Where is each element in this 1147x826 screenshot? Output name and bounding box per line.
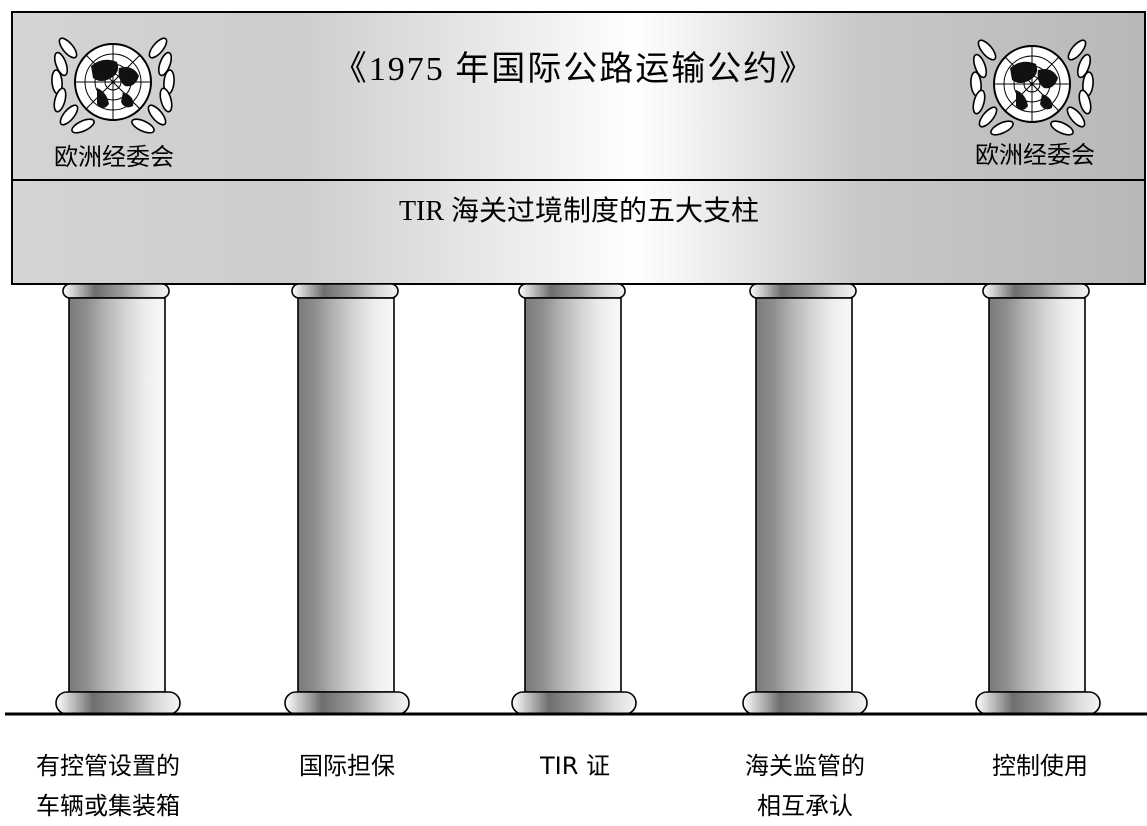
pillar-capital — [62, 283, 170, 299]
header-block — [11, 11, 1146, 285]
pillar-shaft — [297, 297, 395, 693]
pillar-5 — [975, 283, 1101, 715]
pillars-subtitle: TIR 海关过境制度的五大支柱 — [399, 195, 759, 227]
pillar-shaft — [524, 297, 622, 693]
pillar-4-label: 海关监管的 相互承认 — [720, 746, 890, 826]
left-emblem-caption: 欧洲经委会 — [54, 143, 174, 171]
pillar-shaft — [988, 297, 1086, 693]
pillar-shaft — [755, 297, 853, 693]
pillar-3-label: TIR 证 — [500, 746, 650, 786]
pillar-1 — [55, 283, 181, 715]
pillar-4-label-line1: 海关监管的 — [745, 752, 865, 780]
pillar-base — [55, 691, 181, 715]
pillar-1-label: 有控管设置的 车辆或集装箱 — [10, 746, 206, 826]
pillar-base — [975, 691, 1101, 715]
pillar-1-label-line1: 有控管设置的 — [36, 752, 180, 780]
pillar-3-label-line1: TIR 证 — [539, 752, 611, 780]
pillar-shaft — [68, 297, 166, 693]
pillar-4 — [742, 283, 868, 715]
pillar-base — [742, 691, 868, 715]
convention-title: 《1975 年国际公路运输公约》 — [333, 50, 816, 88]
pillar-5-label-line1: 控制使用 — [992, 752, 1088, 780]
pillar-5-label: 控制使用 — [960, 746, 1120, 786]
pillar-2-label-line1: 国际担保 — [299, 752, 395, 780]
pillar-capital — [518, 283, 626, 299]
pillar-capital — [749, 283, 857, 299]
pillar-2 — [284, 283, 410, 715]
pillar-1-label-line2: 车辆或集装箱 — [36, 792, 180, 820]
pillar-4-label-line2: 相互承认 — [757, 792, 853, 820]
pillar-base — [284, 691, 410, 715]
pillar-2-label: 国际担保 — [272, 746, 422, 786]
pillar-capital — [982, 283, 1090, 299]
pillar-base — [511, 691, 637, 715]
right-emblem-caption: 欧洲经委会 — [975, 141, 1095, 169]
pillar-capital — [291, 283, 399, 299]
pillar-3 — [511, 283, 637, 715]
